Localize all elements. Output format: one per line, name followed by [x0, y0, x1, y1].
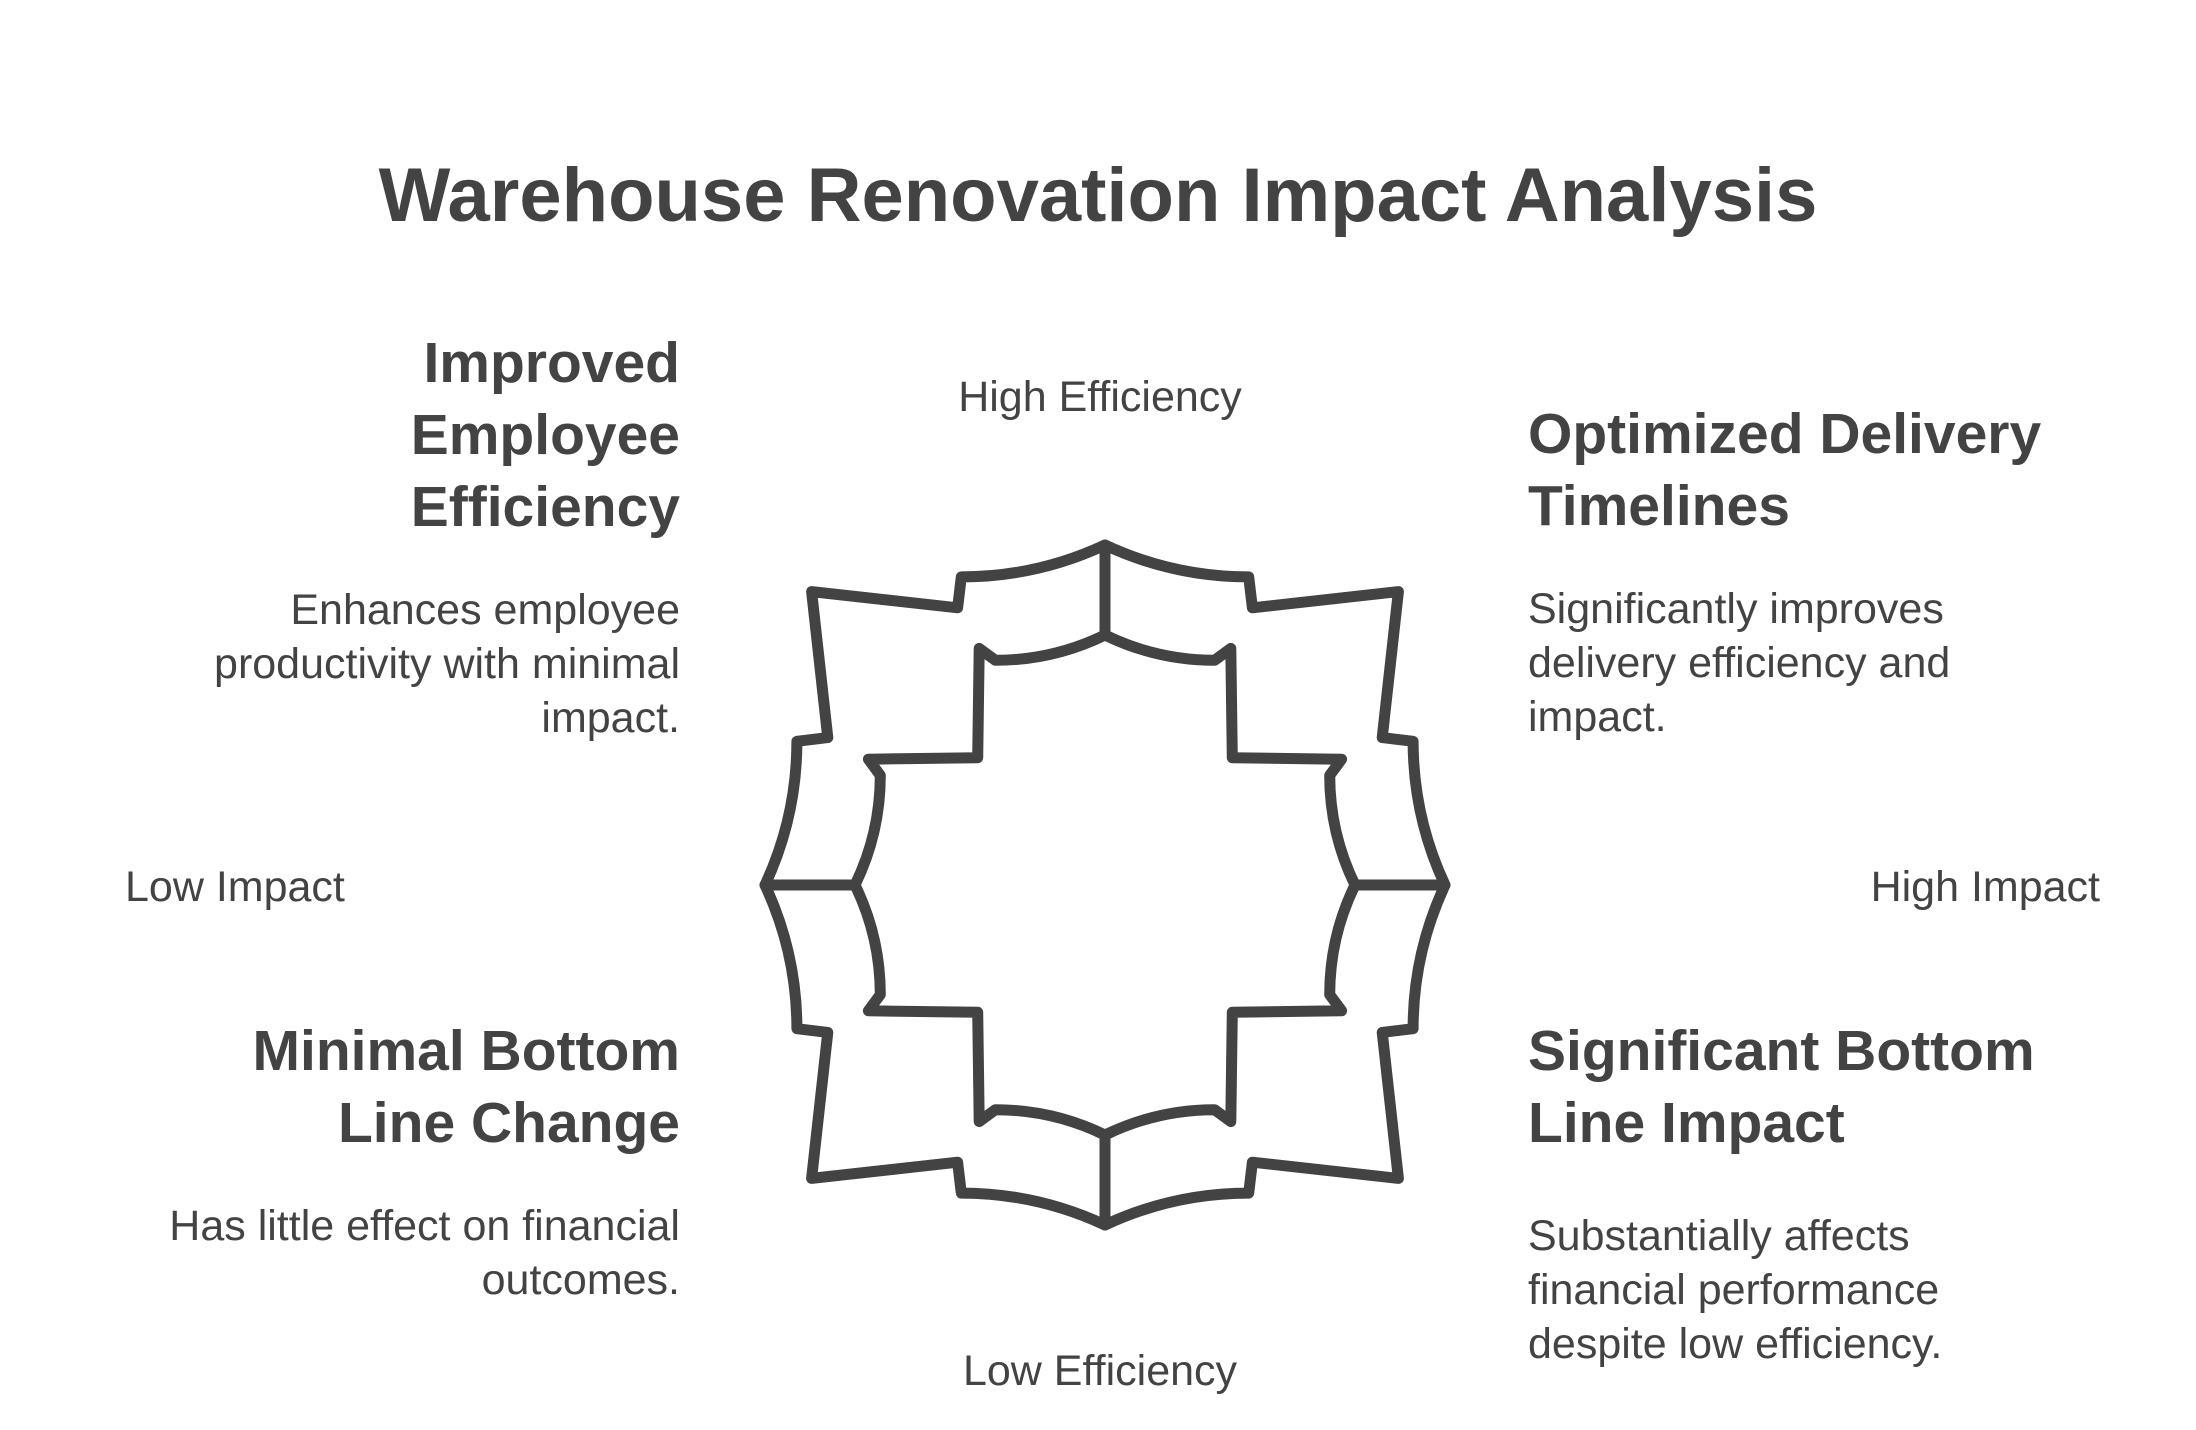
quadrant-description-line: Enhances employee: [290, 586, 680, 634]
quadrant-description-line: Substantially affects: [1528, 1212, 1910, 1260]
quadrant-title-line: Optimized Delivery: [1528, 402, 2042, 466]
diagram-title: Warehouse Renovation Impact Analysis: [378, 153, 1818, 238]
quadrant-description-line: productivity with minimal: [214, 640, 680, 688]
quadrant-description: Substantially affects financial performa…: [1528, 1209, 2088, 1371]
quadrant-title-line: Significant Bottom: [1528, 1019, 2035, 1083]
quadrant-description-line: Has little effect on financial: [169, 1202, 680, 1250]
quadrant-description-line: financial performance: [1528, 1266, 1940, 1314]
axis-label-high-efficiency: High Efficiency: [958, 373, 1242, 421]
quadrant-title: Improved Employee Efficiency: [120, 327, 680, 543]
quadrant-title-line: Line Change: [337, 1091, 680, 1155]
quadrant-description-line: outcomes.: [481, 1256, 680, 1304]
quadrant-title-line: Minimal Bottom: [252, 1019, 680, 1083]
ring-segment-top-right: [1099, 539, 1451, 891]
quadrant-description-line: delivery efficiency and: [1528, 639, 1951, 687]
quadrant-bottom-right: Significant Bottom Line Impact Substanti…: [1528, 1015, 2088, 1371]
axis-label-low-impact: Low Impact: [125, 863, 345, 911]
quadrant-description-line: despite low efficiency.: [1528, 1320, 1943, 1368]
quadrant-title-line: Timelines: [1528, 474, 1790, 538]
quadrant-description: Enhances employee productivity with mini…: [120, 583, 680, 745]
quadrant-title-line: Efficiency: [410, 475, 680, 539]
quadrant-description-line: impact.: [541, 694, 680, 742]
quadrant-description-line: impact.: [1528, 693, 1667, 741]
quadrant-title: Minimal Bottom Line Change: [120, 1015, 680, 1159]
quadrant-title-line: Line Impact: [1528, 1091, 1845, 1155]
quadrant-top-left: Improved Employee Efficiency Enhances em…: [120, 327, 680, 745]
ring-segment-bottom-left: [759, 879, 1111, 1231]
ring-segment-bottom-right: [1099, 879, 1451, 1231]
quadrant-description: Has little effect on financial outcomes.: [120, 1199, 680, 1307]
axis-label-low-efficiency: Low Efficiency: [962, 1347, 1238, 1395]
quadrant-title-line: Improved: [423, 331, 680, 395]
quadrant-title-line: Employee: [410, 403, 680, 467]
quadrant-title: Optimized Delivery Timelines: [1528, 398, 2088, 542]
ring-segment-top-left: [759, 539, 1111, 891]
quadrant-title: Significant Bottom Line Impact: [1528, 1015, 2088, 1159]
quadrant-description: Significantly improves delivery efficien…: [1528, 582, 2088, 744]
quadrant-description-line: Significantly improves: [1528, 585, 1944, 633]
quadrant-top-right: Optimized Delivery Timelines Significant…: [1528, 398, 2088, 744]
quadrant-bottom-left: Minimal Bottom Line Change Has little ef…: [120, 1015, 680, 1307]
axis-label-high-impact: High Impact: [1870, 863, 2100, 911]
